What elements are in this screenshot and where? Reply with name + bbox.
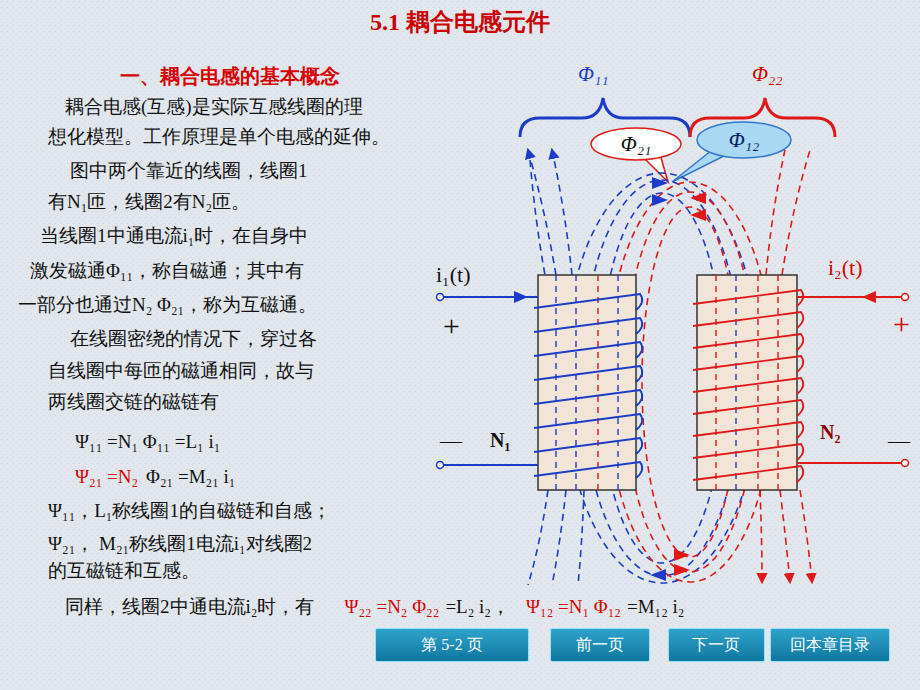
lead-wires [437,291,909,469]
coil-1 [538,275,636,490]
node-text: 回本章目录 [790,635,870,656]
body-text: =M₁₂ i₂ [627,596,685,619]
body-text: 想化模型。工作原理是单个电感的延伸。 [48,126,390,149]
slide-title: 5.1 耦合电感元件 [370,6,550,38]
terminal-label: + [893,306,910,342]
body-text: Ψ₂₂ =N₂ Φ₂₂ [344,596,439,619]
nav-button: 前一页 [550,628,650,662]
body-text: Ψ₁₂ =N₁ Φ₁₂ [526,596,621,619]
body-text: 一部分也通过N₂ Φ₂₁，称为互磁通。 [18,294,317,317]
flux-label: Φ₁₁ [578,62,609,87]
node-text: Φ₁₂ [729,128,760,153]
body-text: 两线圈交链的磁链有 [48,391,219,414]
flux-callout: Φ₂₁ [590,127,682,161]
body-text: Ψ₁₁，L₁称线圈1的自磁链和自感； [48,500,331,523]
terminal-label: i₂(t) [828,255,863,281]
body-text: 当线圈1中通电流i₁时，在自身中 [40,225,308,248]
node-text: Φ₂₁ [621,132,652,157]
body-text: Ψ₂₁ =N₂ [75,466,138,489]
flux-callout: Φ₁₂ [696,121,792,159]
body-text: 有N₁匝，线圈2有N₂匝。 [48,191,250,214]
coil-windings [534,290,803,482]
body-text: 同样，线圈2中通电流i₂时，有 [65,596,314,619]
node-text: 前一页 [576,635,624,656]
body-text: 的互磁链和互感。 [48,560,200,583]
body-text: 图中两个靠近的线圈，线圈1 [70,160,308,183]
node-text: 下一页 [692,635,740,656]
nav-button: 下一页 [668,628,765,662]
body-text: 激发磁通Φ₁₁，称自磁通；其中有 [30,260,304,283]
body-text: Ψ₁₁ =N₁ Φ₁₁ =L₁ i₁ [75,431,220,454]
terminal-label: — [440,428,462,454]
section-heading: 一、耦合电感的基本概念 [120,64,340,88]
body-text: 耦合电感(互感)是实际互感线圈的理 [65,96,363,119]
nav-button: 第 5-2 页 [375,628,529,662]
node-text: 第 5-2 页 [421,635,482,656]
body-text: 在线圈密绕的情况下，穿过各 [70,328,317,351]
terminal-label: N₁ [490,428,510,452]
nav-button: 回本章目录 [770,628,890,662]
body-text: Φ₂₁ =M₂₁ i₁ [146,466,235,489]
terminal-label: — [888,428,910,454]
coil-2 [697,275,797,490]
core-flux [556,275,778,490]
body-text: 自线圈中每匝的磁通相同，故与 [48,360,314,383]
flux-label: Φ₂₂ [752,62,783,87]
terminal-label: N₂ [820,420,840,444]
flux-lines [528,150,812,585]
body-text: =L₂ i₂， [445,596,510,619]
terminal-label: i₁(t) [436,262,471,288]
body-text: Ψ₂₁， M₂₁称线圈1电流i₁对线圈2 [48,533,312,556]
terminal-label: + [443,308,460,344]
